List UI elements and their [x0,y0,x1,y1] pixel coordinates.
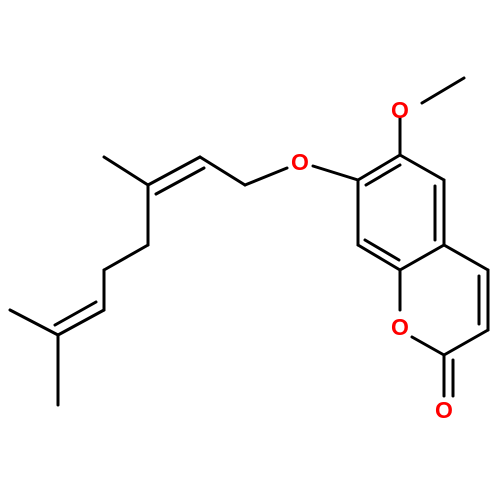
atom-o-methoxy: O [391,97,409,123]
bond-ch-c-double-inner [154,166,206,196]
bond-ch-c-terminal-double [56,308,106,337]
bond-ch-c-terminal-double-inner [53,300,98,327]
bond-c7-c6 [356,153,402,182]
atom-o-ring: O [391,314,409,340]
bond-o-ch2 [243,166,289,187]
bond-c-methyl-b [8,308,60,337]
atom-o-ether: O [291,149,309,175]
bond-ch-c-double [146,155,202,187]
bond-c-methyl [102,155,150,187]
bond-c7-o [311,164,360,182]
atom-labels: O O O O [291,97,453,423]
bond-c6-c5 [398,153,446,182]
bond-c7-c6-inner [364,163,402,187]
bond-c4a-c8a [398,243,446,272]
bond-c8a-c8-inner [363,238,401,262]
bond-c4a-c4 [442,243,490,272]
bond-ch2-ch2 [102,243,150,272]
bond-o-c2 [410,335,446,357]
bond-c8a-c8 [356,243,402,272]
bonds [8,76,490,407]
bond-methyl-o [420,76,466,105]
atom-o-carbonyl: O [435,397,453,423]
bond-ch2-ch [198,155,247,187]
bond-c3-c2 [442,328,490,357]
